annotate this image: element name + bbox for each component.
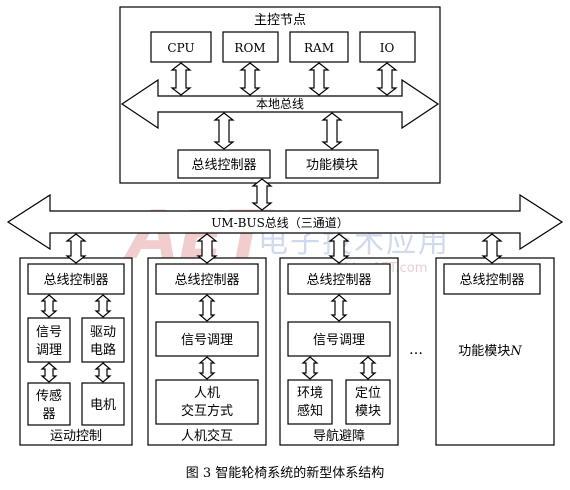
nav-pos-label-1: 定位	[355, 386, 381, 401]
arrow-localbus-functionmodule	[321, 112, 343, 150]
master-node	[119, 6, 441, 184]
hci-signal-label: 信号调理	[181, 333, 233, 348]
um-bus-label: UM-BUS总线（三通道）	[211, 216, 349, 230]
arrow-rom-localbus	[239, 62, 261, 96]
master-bus-controller-label: 总线控制器	[191, 158, 256, 173]
arrow-motion-bc-drive	[94, 294, 112, 318]
rom-box	[222, 31, 279, 63]
arrow-umbus-motion	[65, 233, 87, 264]
arrow-nav-bc-signal	[330, 294, 348, 322]
hci-bus-controller-box	[155, 263, 259, 295]
nav-env-label-1: 环境	[297, 386, 323, 401]
hci-mode-label-2: 交互方式	[181, 403, 233, 419]
rom-label: ROM	[234, 41, 265, 55]
arrow-localbus-buscontroller	[213, 112, 235, 150]
hci-signal-box	[155, 321, 259, 357]
nav-signal-box	[287, 321, 391, 357]
arrow-umbus-nav	[328, 233, 350, 264]
arrow-master-umbus	[251, 178, 273, 211]
arrow-motion-bc-signal	[40, 294, 58, 318]
master-node-title: 主控节点	[254, 13, 306, 28]
function-n-bus-controller-label: 总线控制器	[459, 273, 524, 288]
nav-pos-box	[345, 379, 391, 425]
hci-mode-box	[155, 379, 259, 425]
function-n-bus-controller-box	[443, 263, 541, 295]
motion-motor-box	[81, 382, 125, 426]
function-n-label-n: N	[509, 344, 522, 359]
nav-env-label-2: 感知	[297, 403, 323, 419]
arrow-motion-signal-sensor	[40, 362, 58, 383]
arrow-hci-bc-signal	[198, 294, 216, 322]
master-function-module-box	[285, 149, 379, 179]
io-label: IO	[380, 41, 395, 55]
master-function-module-label: 功能模块	[306, 158, 358, 173]
arrow-motion-drive-motor	[94, 362, 112, 383]
arrow-umbus-hci	[196, 233, 218, 264]
motion-sensor-box	[27, 382, 71, 426]
hci-mode-label-1: 人机	[194, 386, 220, 401]
motion-bus-controller-label: 总线控制器	[43, 273, 108, 288]
cpu-box	[150, 31, 212, 63]
cpu-label: CPU	[167, 41, 194, 55]
hci-caption: 人机交互	[181, 428, 233, 444]
motion-motor-label: 电机	[90, 398, 116, 413]
nav-bus-controller-label: 总线控制器	[306, 273, 371, 288]
hci-bus-controller-label: 总线控制器	[174, 273, 239, 288]
nav-env-box	[287, 379, 333, 425]
motion-sensor-label-2: 器	[42, 407, 55, 422]
motion-drive-box	[81, 317, 125, 363]
master-node-frame	[119, 6, 441, 184]
motion-drive-label-1: 驱动	[90, 325, 116, 340]
arrow-hci-signal-mode	[198, 356, 216, 380]
arrow-ram-localbus	[308, 62, 330, 96]
um-bus-arrow	[6, 193, 564, 251]
nav-pos-label-2: 模块	[355, 404, 381, 419]
figure-caption: 图 3 智能轮椅系统的新型体系结构	[186, 465, 385, 481]
connection-arrows	[40, 62, 503, 383]
arrow-cpu-localbus	[170, 62, 192, 96]
nav-signal-label: 信号调理	[313, 333, 365, 348]
arrow-nav-signal-pos	[359, 356, 377, 380]
function-n-label-text: 功能模块	[458, 344, 510, 359]
local-bus-arrow	[120, 78, 440, 130]
motion-sensor-label-1: 传感	[36, 388, 62, 404]
watermark-logo: AET	[123, 197, 274, 274]
motion-caption: 运动控制	[50, 429, 102, 444]
motion-drive-label-2: 电路	[90, 342, 116, 358]
arrow-io-localbus	[376, 62, 398, 96]
motion-signal-label-1: 信号	[36, 325, 62, 340]
arrow-nav-signal-env	[301, 356, 319, 380]
more-modules-ellipsis: …	[409, 342, 423, 358]
nav-caption: 导航避障	[313, 428, 365, 444]
nav-bus-controller-box	[287, 263, 391, 295]
local-bus-label: 本地总线	[256, 97, 304, 111]
motion-signal-box	[27, 317, 71, 363]
ram-label: RAM	[304, 41, 334, 55]
motion-bus-controller-box	[27, 263, 125, 295]
io-box	[359, 31, 416, 63]
motion-signal-label-2: 调理	[36, 343, 62, 358]
function-n-label: 功能模块N	[458, 344, 522, 359]
arrow-umbus-function-n	[481, 233, 503, 264]
master-bus-controller-box	[177, 149, 271, 179]
ram-box	[289, 31, 349, 63]
